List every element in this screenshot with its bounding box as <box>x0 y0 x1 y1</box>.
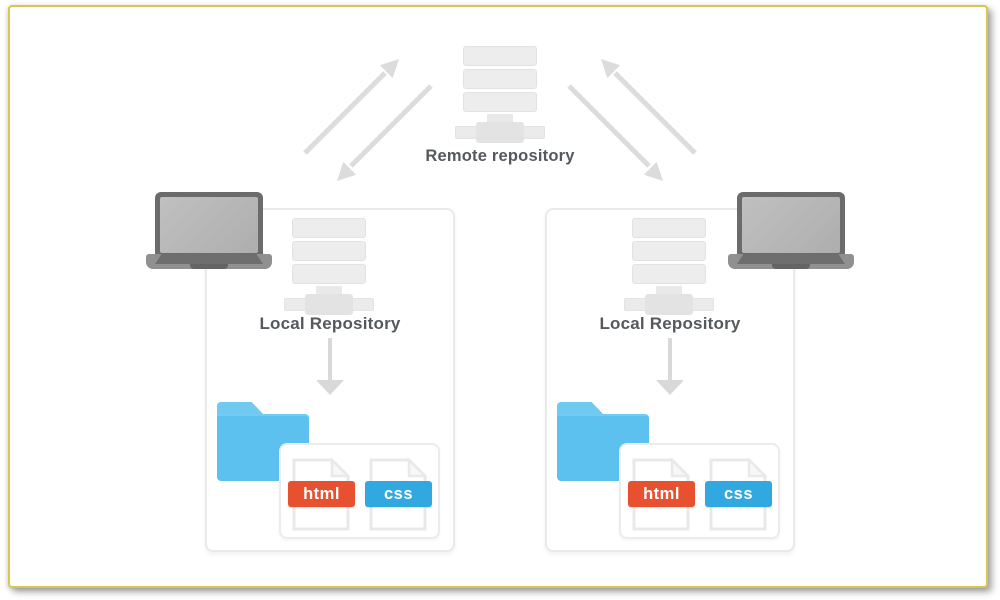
down-arrow-icon-left <box>312 338 348 395</box>
laptop-icon-right <box>728 192 854 270</box>
server-rack-slab <box>292 241 366 261</box>
server-rack-slab <box>632 218 706 238</box>
server-base <box>624 294 714 315</box>
server-base <box>455 122 545 143</box>
remote-server-icon <box>455 46 545 143</box>
laptop-keyboard <box>737 254 845 264</box>
laptop-base <box>728 254 854 269</box>
server-rack-slab <box>292 218 366 238</box>
files-card-left: html css <box>279 443 440 539</box>
files-card-right: html css <box>619 443 780 539</box>
laptop-notch <box>772 264 810 269</box>
server-rack-slab <box>463 46 537 66</box>
server-rack-slab <box>463 69 537 89</box>
local-repository-label-left: Local Repository <box>259 314 401 333</box>
down-arrow-head <box>316 380 344 395</box>
laptop-keyboard <box>155 254 263 264</box>
server-rack-slab <box>632 241 706 261</box>
laptop-display <box>160 197 258 253</box>
remote-repository-label: Remote repository <box>425 147 575 165</box>
laptop-screen <box>155 192 263 255</box>
folder-tab <box>557 402 605 416</box>
down-arrow-head <box>656 380 684 395</box>
local-repository-label-right: Local Repository <box>599 314 741 333</box>
laptop-screen <box>737 192 845 255</box>
file-badge-css: css <box>705 481 772 507</box>
laptop-base <box>146 254 272 269</box>
laptop-notch <box>190 264 228 269</box>
server-base <box>284 294 374 315</box>
file-badge-css: css <box>365 481 432 507</box>
folder-tab <box>217 402 265 416</box>
local-server-icon-left <box>284 218 374 315</box>
down-arrow-shaft <box>328 338 332 380</box>
down-arrow-icon-right <box>652 338 688 395</box>
server-rack-slab <box>632 264 706 284</box>
server-rack-slab <box>292 264 366 284</box>
file-badge-html: html <box>288 481 355 507</box>
laptop-icon-left <box>146 192 272 270</box>
laptop-display <box>742 197 840 253</box>
file-badge-html: html <box>628 481 695 507</box>
down-arrow-shaft <box>668 338 672 380</box>
server-rack-slab <box>463 92 537 112</box>
local-server-icon-right <box>624 218 714 315</box>
